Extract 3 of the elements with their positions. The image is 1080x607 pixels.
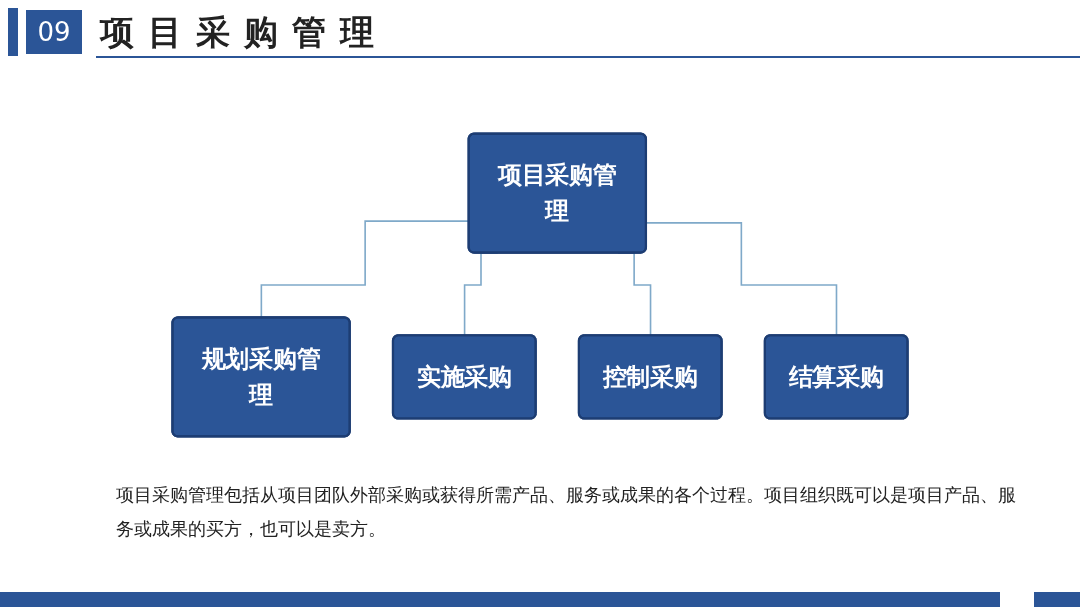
description-text: 项目采购管理包括从项目团队外部采购或获得所需产品、服务或成果的各个过程。项目组织既可以是项目产品、服务或成果的买方，也可以是卖方。 xyxy=(116,483,1017,541)
section-number: 09 xyxy=(26,10,82,54)
slide-title: 项目采购管理 xyxy=(100,11,388,54)
